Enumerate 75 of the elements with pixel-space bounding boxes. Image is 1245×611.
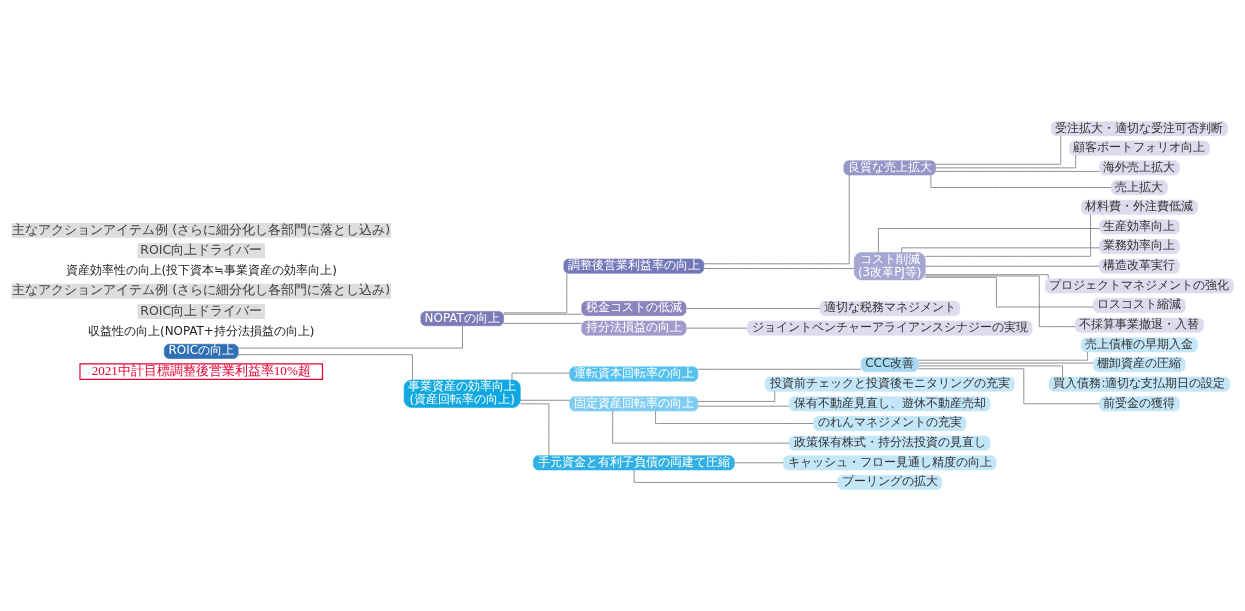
node-box: 構造改革実行 <box>1099 258 1180 274</box>
node-box: プーリングの拡大 <box>837 475 943 490</box>
connector <box>918 351 1088 361</box>
node-box: 材料費・外注費低減 <box>1081 199 1198 215</box>
connector <box>697 368 862 370</box>
connector <box>237 354 413 381</box>
node-box: 固定資産回転率の向上 <box>569 396 699 412</box>
connector <box>878 228 1100 253</box>
node-box: ロスコスト縮減 <box>1093 298 1186 313</box>
connector <box>503 322 582 324</box>
connector <box>924 275 1076 328</box>
node-box: のれんマネジメントの充実 <box>813 416 967 431</box>
node-box: 適切な税務マネジメント <box>819 301 961 316</box>
connector <box>503 313 582 315</box>
node-box: 前受金の獲得 <box>1099 396 1180 412</box>
connector <box>697 390 776 402</box>
connector <box>511 372 571 381</box>
connector <box>918 368 1100 405</box>
connector <box>520 403 550 456</box>
connector <box>503 273 568 314</box>
label: 主なアクションアイテム例 (さらに細分化し各部門に落とし込み) <box>12 282 391 298</box>
connector <box>930 174 1112 188</box>
node-box: ROICの向上 <box>164 343 239 359</box>
node-box: 海外売上拡大 <box>1099 160 1180 176</box>
connector <box>924 265 1100 267</box>
node-box: CCC改善 <box>860 357 919 372</box>
label: ROIC向上ドライバー <box>140 241 263 257</box>
connector <box>612 410 790 444</box>
label: 主なアクションアイテム例 (さらに細分化し各部門に落とし込み) <box>12 221 391 237</box>
node-box: 売上債権の早期入金 <box>1081 337 1198 353</box>
node-box: 投資前チェックと投資後モニタリングの充実 <box>764 376 1015 392</box>
node-box: 不採算事業撤退・入替 <box>1075 317 1204 333</box>
label: 収益性の向上(NOPAT+持分法損益の向上) <box>88 323 315 338</box>
connector <box>697 405 790 407</box>
connector <box>935 155 1077 169</box>
node-box: 保有不動産見直し、遊休不動産売却 <box>789 396 991 412</box>
node-box: キャッシュ・フロー見通し精度の向上 <box>783 455 997 471</box>
connector <box>733 462 784 464</box>
node-box: 買入債務:適切な支払期日の設定 <box>1048 376 1230 392</box>
node-box: 運転資本回転率の向上 <box>569 366 699 382</box>
connector <box>703 174 850 265</box>
connector <box>901 247 1100 253</box>
connector <box>633 469 838 483</box>
connector <box>519 399 570 401</box>
node-box: 良質な売上拡大 <box>843 160 936 176</box>
connector <box>685 327 748 329</box>
node-box: 政策保有株式・持分法投資の見直し <box>789 435 991 451</box>
node-box: 調整後営業利益率の向上 <box>563 258 705 274</box>
node-box: 持分法損益の向上 <box>581 320 687 336</box>
node-box: コスト削減 (3改革PJ等) <box>854 252 926 281</box>
node-box: 業務効率向上 <box>1099 239 1180 254</box>
node-box: 棚卸資産の圧縮 <box>1093 357 1186 372</box>
connector <box>685 308 820 309</box>
node-box: 税金コストの低減 <box>581 301 687 316</box>
label: 資産効率性の向上(投下資本≒事業資産の効率向上) <box>65 262 337 277</box>
node-box: 2021中計目標調整後営業利益率10%超 <box>79 363 324 380</box>
node-box: 事業資産の効率向上 (資産回転率の向上) <box>403 379 521 408</box>
connector <box>924 276 1094 308</box>
node-box: 売上拡大 <box>1111 180 1168 195</box>
connector <box>917 362 1094 364</box>
connector <box>935 171 1100 172</box>
connector <box>703 268 855 269</box>
node-box: 受注拡大・適切な受注可否判断 <box>1050 121 1228 136</box>
connector <box>237 325 463 349</box>
node-box: NOPATの向上 <box>420 311 504 327</box>
connector <box>924 274 1049 279</box>
connector <box>935 135 1062 165</box>
node-box: 生産効率向上 <box>1099 219 1180 235</box>
label: ROIC向上ドライバー <box>140 302 263 318</box>
connector <box>925 214 1091 257</box>
node-box: 手元資金と有利子負債の両建て圧縮 <box>533 455 735 471</box>
node-box: プロジェクトマネジメントの強化 <box>1044 278 1234 294</box>
node-box: 顧客ポートフォリオ向上 <box>1069 140 1210 156</box>
node-box: ジョイントベンチャーアライアンスシナジーの実現 <box>747 320 1033 336</box>
connector <box>918 365 1063 378</box>
